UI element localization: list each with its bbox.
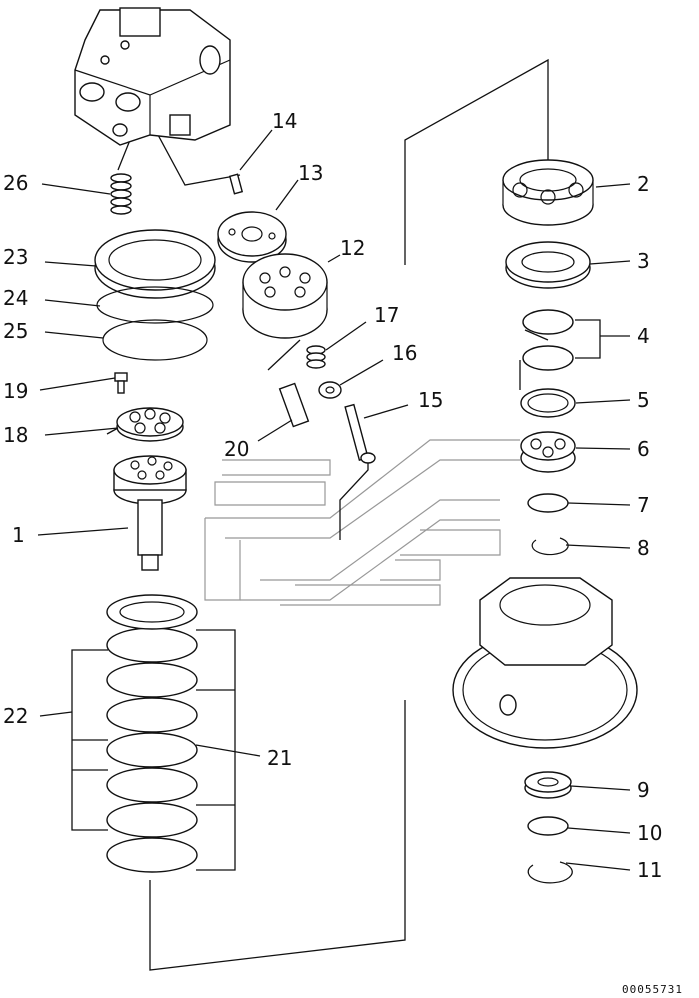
- motor-housing-part: [452, 577, 638, 749]
- callout-12: 12: [340, 236, 365, 260]
- shim-4a-part: [522, 309, 574, 335]
- callout-24: 24: [3, 286, 28, 310]
- nut-9-part: [524, 771, 572, 799]
- callout-5: 5: [637, 388, 650, 412]
- callout-20: 20: [224, 437, 249, 461]
- pin-part: [228, 173, 244, 195]
- callout-19: 19: [3, 379, 28, 403]
- callout-3: 3: [637, 249, 650, 273]
- o-ring-25-part: [102, 319, 208, 361]
- snap-ring-8-part: [531, 537, 569, 556]
- piston-20-part: [278, 382, 310, 428]
- bolt-part: [114, 372, 128, 394]
- ring-10-part: [527, 816, 569, 836]
- callout-1: 1: [12, 523, 25, 547]
- drawing-code: 00055731: [622, 983, 683, 996]
- callout-22: 22: [3, 704, 28, 728]
- callout-16: 16: [392, 341, 417, 365]
- valve-block-part: [74, 7, 231, 146]
- callout-2: 2: [637, 172, 650, 196]
- callout-labels: 1 2 3 4 5 6 7 8 9 10 11 12 13 14 15 16 1…: [3, 109, 662, 882]
- callout-6: 6: [637, 437, 650, 461]
- pin-15-part: [344, 403, 376, 464]
- callout-17: 17: [374, 303, 399, 327]
- ring-5-part: [520, 388, 576, 418]
- bearing-2-part: [502, 159, 594, 226]
- snap-ring-11-part: [527, 861, 573, 884]
- housing-ring-part: [94, 229, 216, 299]
- watermark-logo: [204, 439, 520, 606]
- shim-4b-part: [522, 345, 574, 371]
- leader-lines: [37, 129, 631, 871]
- drive-shaft-part: [113, 455, 187, 571]
- callout-14: 14: [272, 109, 297, 133]
- spring-17-part: [306, 345, 326, 369]
- callout-8: 8: [637, 536, 650, 560]
- retainer-plate-part: [116, 407, 184, 442]
- disc-stack-part: [106, 594, 198, 873]
- callout-15: 15: [418, 388, 443, 412]
- callout-25: 25: [3, 319, 28, 343]
- callout-4: 4: [637, 324, 650, 348]
- guide-lines: [117, 58, 549, 971]
- callout-26: 26: [3, 171, 28, 195]
- callout-11: 11: [637, 858, 662, 882]
- seal-3-part: [505, 241, 591, 289]
- valve-plate-part: [217, 211, 287, 263]
- washer-7-part: [527, 493, 569, 513]
- callout-7: 7: [637, 493, 650, 517]
- callout-18: 18: [3, 423, 28, 447]
- callout-13: 13: [298, 161, 323, 185]
- spring-part: [110, 173, 132, 215]
- callout-9: 9: [637, 778, 650, 802]
- bearing-6-part: [520, 431, 576, 473]
- o-ring-24-part: [96, 286, 214, 324]
- callout-10: 10: [637, 821, 662, 845]
- callout-21: 21: [267, 746, 292, 770]
- callout-23: 23: [3, 245, 28, 269]
- collar-part: [318, 381, 342, 399]
- cylinder-block-part: [242, 253, 328, 339]
